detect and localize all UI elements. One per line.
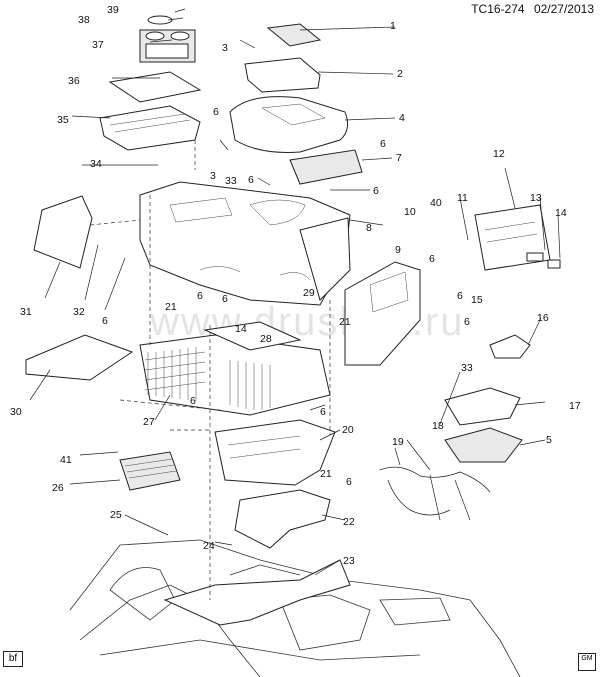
callout-6: 6 (380, 138, 386, 150)
callout-5: 5 (546, 434, 552, 446)
callout-3: 3 (222, 42, 228, 54)
callout-6: 6 (102, 315, 108, 327)
callout-14: 14 (555, 207, 567, 219)
artist-tag: bf (3, 651, 23, 667)
console-armrest-lid (229, 96, 349, 153)
callout-6: 6 (373, 185, 379, 197)
callout-18: 18 (432, 420, 444, 432)
console-tray-mat (444, 427, 523, 463)
callout-33: 33 (461, 362, 473, 374)
callout-6: 6 (197, 290, 203, 302)
floor-pan (69, 539, 521, 677)
armrest-hinge-bracket (244, 57, 321, 93)
lower-storage-tray (214, 419, 336, 486)
callout-20: 20 (342, 424, 354, 436)
diagram-header: TC16-274 02/27/2013 (465, 2, 594, 16)
callout-2: 2 (397, 68, 403, 80)
callout-6: 6 (346, 476, 352, 488)
callout-16: 16 (537, 312, 549, 324)
callout-29: 29 (303, 287, 315, 299)
illustration-date: 02/27/2013 (533, 2, 594, 16)
callout-21: 21 (165, 301, 177, 313)
control-module (119, 451, 181, 491)
callout-19: 19 (392, 436, 404, 448)
callout-6: 6 (464, 316, 470, 328)
storage-bin (99, 105, 201, 151)
callout-23: 23 (343, 555, 355, 567)
callout-41: 41 (60, 454, 72, 466)
callout-35: 35 (57, 114, 69, 126)
gm-logo: GM (578, 653, 596, 671)
callout-34: 34 (90, 158, 102, 170)
callout-6: 6 (429, 253, 435, 265)
rear-floor-tray (25, 334, 134, 381)
callout-22: 22 (343, 516, 355, 528)
callout-32: 32 (73, 306, 85, 318)
callout-6: 6 (457, 290, 463, 302)
callout-13: 13 (530, 192, 542, 204)
callout-12: 12 (493, 148, 505, 160)
armrest-pad (266, 23, 322, 47)
console-storage-bin (139, 334, 331, 416)
callout-21: 21 (320, 468, 332, 480)
callout-31: 31 (20, 306, 32, 318)
wiring-harness (379, 447, 491, 521)
control-knob (526, 252, 544, 262)
callout-26: 26 (52, 482, 64, 494)
callout-33: 33 (225, 175, 237, 187)
callout-8: 8 (366, 222, 372, 234)
callout-40: 40 (430, 197, 442, 209)
cup-holder-insert (489, 334, 531, 359)
rear-mounting-bracket (163, 559, 351, 626)
callout-1: 1 (390, 20, 396, 32)
cup-holder-assembly (139, 15, 196, 63)
leader-lines (29, 8, 561, 576)
callout-17: 17 (569, 400, 581, 412)
console-body (139, 181, 351, 306)
callout-6: 6 (222, 293, 228, 305)
callout-21: 21 (339, 316, 351, 328)
illustration-code: TC16-274 (471, 2, 525, 16)
callout-24: 24 (203, 540, 215, 552)
callout-6: 6 (320, 406, 326, 418)
callout-27: 27 (143, 416, 155, 428)
callout-10: 10 (404, 206, 416, 218)
bin-liner (203, 321, 302, 351)
callout-4: 4 (399, 112, 405, 124)
console-side-panel (33, 195, 93, 269)
callout-30: 30 (10, 406, 22, 418)
callout-11: 11 (457, 192, 468, 204)
console-mounting-bracket (234, 489, 331, 549)
callout-15: 15 (471, 294, 483, 306)
callout-37: 37 (92, 39, 104, 51)
callout-6: 6 (190, 395, 196, 407)
callout-38: 38 (78, 14, 90, 26)
lid-latch-bracket (289, 149, 363, 185)
callout-36: 36 (68, 75, 80, 87)
knob-insert (547, 259, 561, 269)
console-tray (444, 387, 521, 426)
callout-25: 25 (110, 509, 122, 521)
callout-39: 39 (107, 4, 119, 16)
storage-mat (108, 71, 202, 103)
callout-7: 7 (396, 152, 402, 164)
callout-14: 14 (235, 323, 247, 335)
callout-9: 9 (395, 244, 401, 256)
callout-6: 6 (248, 174, 254, 186)
callout-28: 28 (260, 333, 272, 345)
center-trim-plate (344, 261, 421, 366)
callout-3: 3 (210, 170, 216, 182)
callout-6: 6 (213, 106, 219, 118)
